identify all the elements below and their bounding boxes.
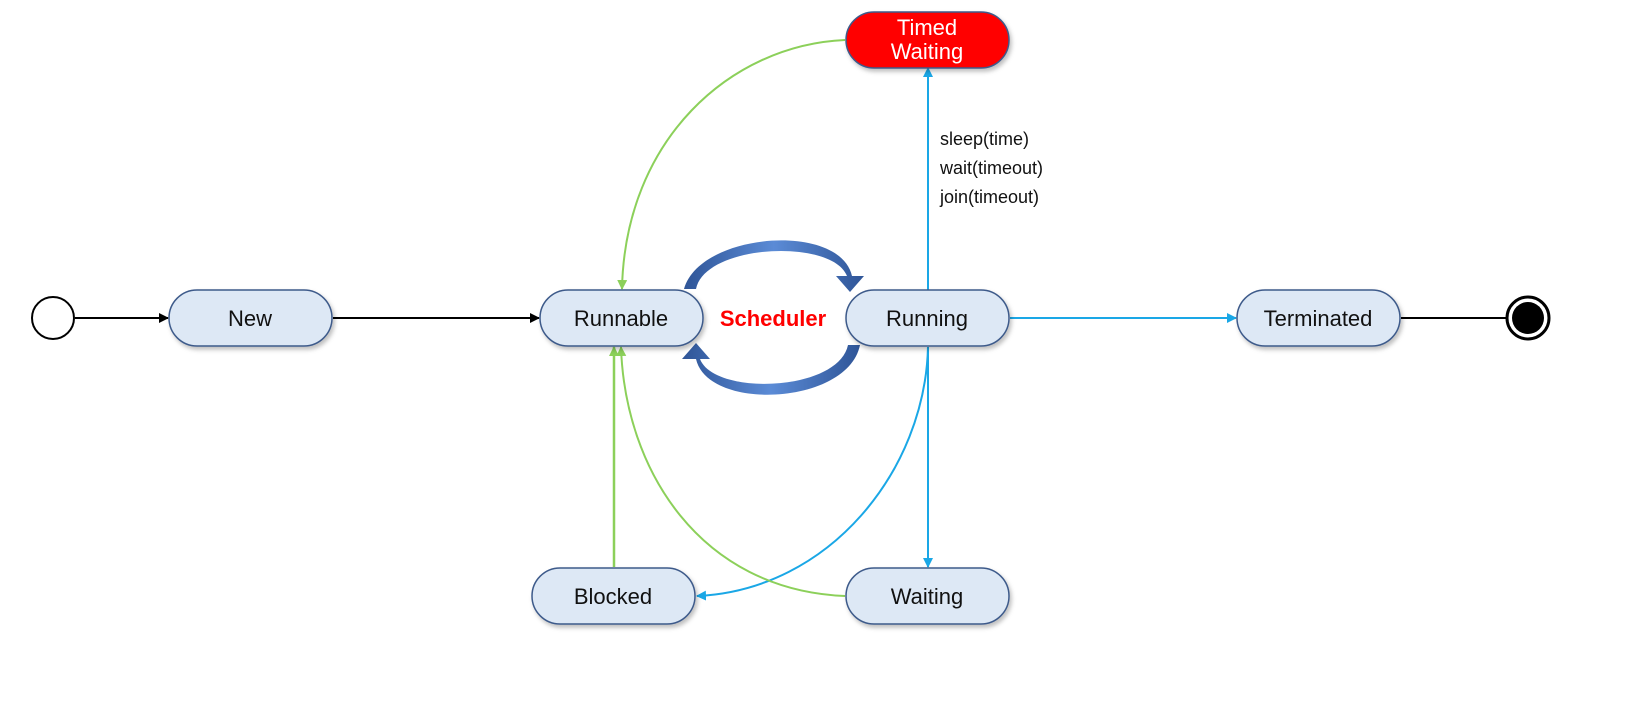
scheduler-arrow-top <box>684 240 864 292</box>
scheduler-cycle-icon <box>682 240 864 395</box>
initial-state-icon <box>31 296 75 340</box>
state-new: New <box>168 289 333 347</box>
state-waiting-label: Waiting <box>891 584 964 609</box>
state-timed-waiting-label-line2: Waiting <box>891 39 964 64</box>
state-blocked-label: Blocked <box>574 584 652 609</box>
timed-methods-list: sleep(time) wait(timeout) join(timeout) <box>939 129 1043 207</box>
method-label-wait: wait(timeout) <box>939 158 1043 178</box>
method-label-join: join(timeout) <box>939 187 1039 207</box>
state-timed-waiting: Timed Waiting <box>845 11 1010 69</box>
final-state-icon <box>1505 295 1551 341</box>
scheduler-label: Scheduler <box>720 306 827 331</box>
method-label-sleep: sleep(time) <box>940 129 1029 149</box>
state-terminated: Terminated <box>1236 289 1401 347</box>
edge-waiting-to-runnable <box>616 346 846 597</box>
state-blocked: Blocked <box>531 567 696 625</box>
state-running: Running <box>845 289 1010 347</box>
scheduler-arrow-bottom <box>682 343 860 395</box>
edge-timed-waiting-to-runnable <box>617 39 846 290</box>
state-new-label: New <box>228 306 272 331</box>
edge-running-to-blocked <box>696 346 929 601</box>
state-runnable: Runnable <box>539 289 704 347</box>
state-timed-waiting-label-line1: Timed <box>897 15 957 40</box>
state-running-label: Running <box>886 306 968 331</box>
state-runnable-label: Runnable <box>574 306 668 331</box>
state-terminated-label: Terminated <box>1264 306 1373 331</box>
state-waiting: Waiting <box>845 567 1010 625</box>
